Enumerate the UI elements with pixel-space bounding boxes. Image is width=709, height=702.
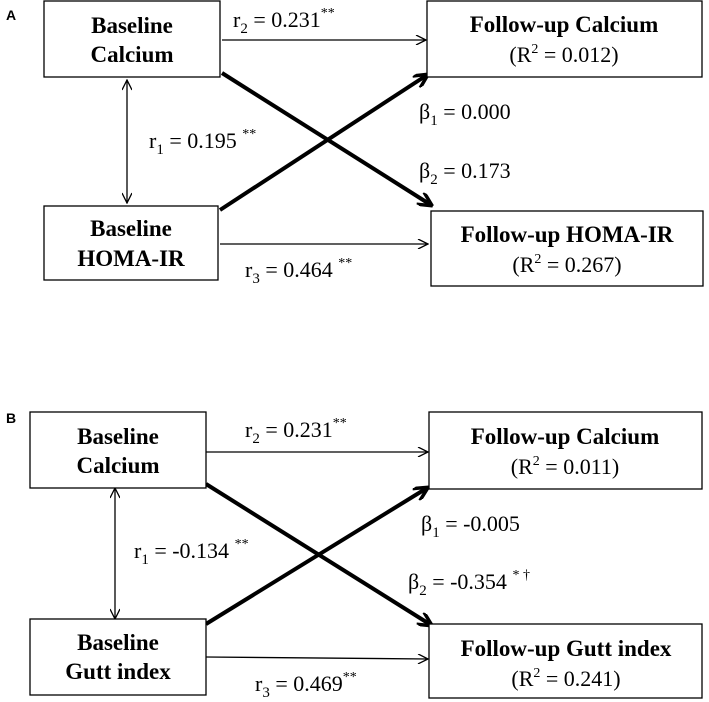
r2-label: r2 = 0.231** — [233, 6, 335, 37]
r1-label: r1 = 0.195 ** — [149, 127, 256, 158]
box-line1: Baseline — [90, 216, 172, 241]
r1-label: r1 = -0.134 ** — [134, 537, 249, 568]
r-squared-label: (R2 = 0.267) — [512, 252, 621, 277]
box-line1: Follow-up Calcium — [470, 12, 658, 37]
box-line2: HOMA-IR — [77, 246, 185, 271]
followup-homa-box: Follow-up HOMA-IR (R2 = 0.267) — [430, 210, 704, 287]
baseline-calcium-box: Baseline Calcium — [29, 411, 207, 489]
box-line1: Baseline — [77, 630, 159, 655]
panel-label: A — [6, 7, 16, 23]
r-squared-value: 0.241 — [564, 666, 614, 691]
box-line2: Calcium — [76, 453, 159, 478]
r3-label: r3 = 0.464 ** — [245, 256, 352, 287]
b1-arrow — [204, 488, 427, 626]
followup-calcium-box: Follow-up Calcium (R2 = 0.012) — [426, 0, 703, 78]
b1-arrow — [218, 75, 427, 212]
r-squared-label: (R2 = 0.241) — [511, 666, 620, 691]
r-squared-value: 0.011 — [563, 454, 612, 479]
r-squared-label: (R2 = 0.012) — [509, 42, 618, 67]
r-squared-value: 0.012 — [562, 42, 612, 67]
r3-arrow — [205, 657, 428, 659]
panel-label: B — [6, 410, 16, 426]
b2-label: β2 = -0.354 * † — [408, 568, 530, 599]
r2-label: r2 = 0.231** — [245, 416, 347, 447]
baseline-homa-box: Baseline HOMA-IR — [43, 205, 219, 281]
r-squared-label: (R2 = 0.011) — [511, 454, 619, 479]
box-line2: Calcium — [90, 42, 173, 67]
followup-gutt-box: Follow-up Gutt index (R2 = 0.241) — [428, 623, 703, 699]
panel-b: B Baseline Calcium Follow-up Calcium (R2… — [6, 410, 703, 701]
b2-label: β2 = 0.173 — [419, 158, 511, 188]
panel-a: A Baseline Calcium Follow-up Calcium (R2… — [6, 0, 704, 287]
box-line1: Baseline — [77, 424, 159, 449]
r-squared-value: 0.267 — [565, 252, 615, 277]
box-line1: Baseline — [91, 13, 173, 38]
box-line1: Follow-up HOMA-IR — [461, 222, 674, 247]
box-line1: Follow-up Gutt index — [461, 636, 672, 661]
baseline-calcium-box: Baseline Calcium — [43, 0, 221, 78]
r3-label: r3 = 0.469** — [255, 670, 357, 701]
box-line2: Gutt index — [65, 659, 171, 684]
box-line1: Follow-up Calcium — [471, 424, 659, 449]
b1-label: β1 = -0.005 — [421, 511, 520, 541]
b1-label: β1 = 0.000 — [419, 99, 511, 129]
followup-calcium-box: Follow-up Calcium (R2 = 0.011) — [428, 411, 703, 490]
baseline-gutt-box: Baseline Gutt index — [29, 618, 207, 696]
